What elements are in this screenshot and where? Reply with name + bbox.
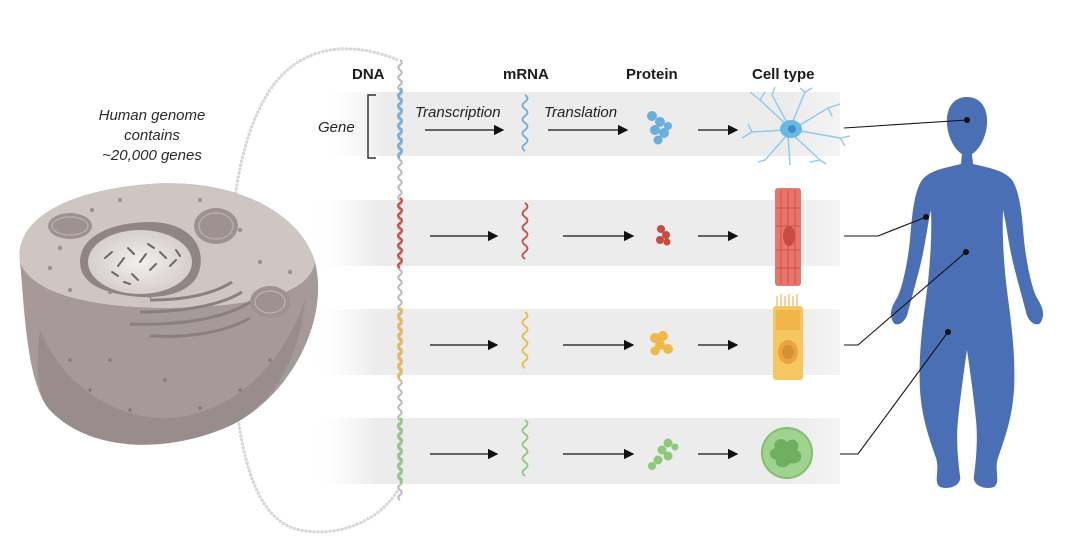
mrna-strand-1 bbox=[521, 94, 529, 152]
mrna-strands bbox=[521, 94, 529, 477]
transcription-label: Transcription bbox=[415, 104, 501, 121]
process-arrows bbox=[425, 124, 739, 460]
protein-4 bbox=[648, 438, 679, 470]
connector-muscle-arm bbox=[844, 216, 927, 237]
connector-neuron-head bbox=[843, 119, 968, 129]
protein-3 bbox=[650, 331, 673, 356]
header-dna: DNA bbox=[352, 66, 385, 83]
dna-gene-segment-2 bbox=[397, 197, 403, 269]
neuron-cell bbox=[741, 86, 851, 166]
mrna-strand-3 bbox=[521, 311, 529, 369]
row-bands bbox=[310, 92, 840, 484]
genome-text-line1: Human genome bbox=[99, 107, 206, 124]
dna-gene-segment-4 bbox=[397, 417, 403, 484]
dna-strand bbox=[397, 59, 403, 501]
gene-label: Gene bbox=[318, 119, 355, 136]
mrna-strand-4 bbox=[521, 419, 529, 477]
muscle-cell bbox=[775, 188, 801, 286]
human-body bbox=[890, 97, 1044, 488]
row-band-1 bbox=[320, 92, 840, 156]
connector-wbc-leg bbox=[840, 331, 949, 455]
row-band-2 bbox=[310, 200, 840, 266]
dna-gene-segment-1 bbox=[397, 87, 403, 159]
cell-illustration bbox=[19, 183, 319, 445]
genome-text-line2: contains bbox=[124, 127, 180, 144]
gene-bracket bbox=[367, 94, 376, 159]
protein-1 bbox=[647, 111, 672, 145]
connector-lines bbox=[840, 119, 968, 455]
dna-gene-segment-3 bbox=[397, 307, 403, 379]
genome-text-line3: ~20,000 genes bbox=[102, 147, 202, 164]
proteins bbox=[647, 111, 679, 470]
row-band-4 bbox=[310, 418, 840, 484]
mrna-strand-2 bbox=[521, 202, 529, 260]
translation-label: Translation bbox=[544, 104, 617, 121]
header-mrna: mRNA bbox=[503, 66, 549, 83]
row-band-3 bbox=[310, 309, 840, 375]
connector-epithelial-torso bbox=[844, 251, 967, 346]
white-blood-cell bbox=[761, 427, 813, 479]
header-cell-type: Cell type bbox=[752, 66, 815, 83]
protein-2 bbox=[656, 225, 671, 246]
epithelial-cell bbox=[773, 294, 803, 380]
header-protein: Protein bbox=[626, 66, 678, 83]
